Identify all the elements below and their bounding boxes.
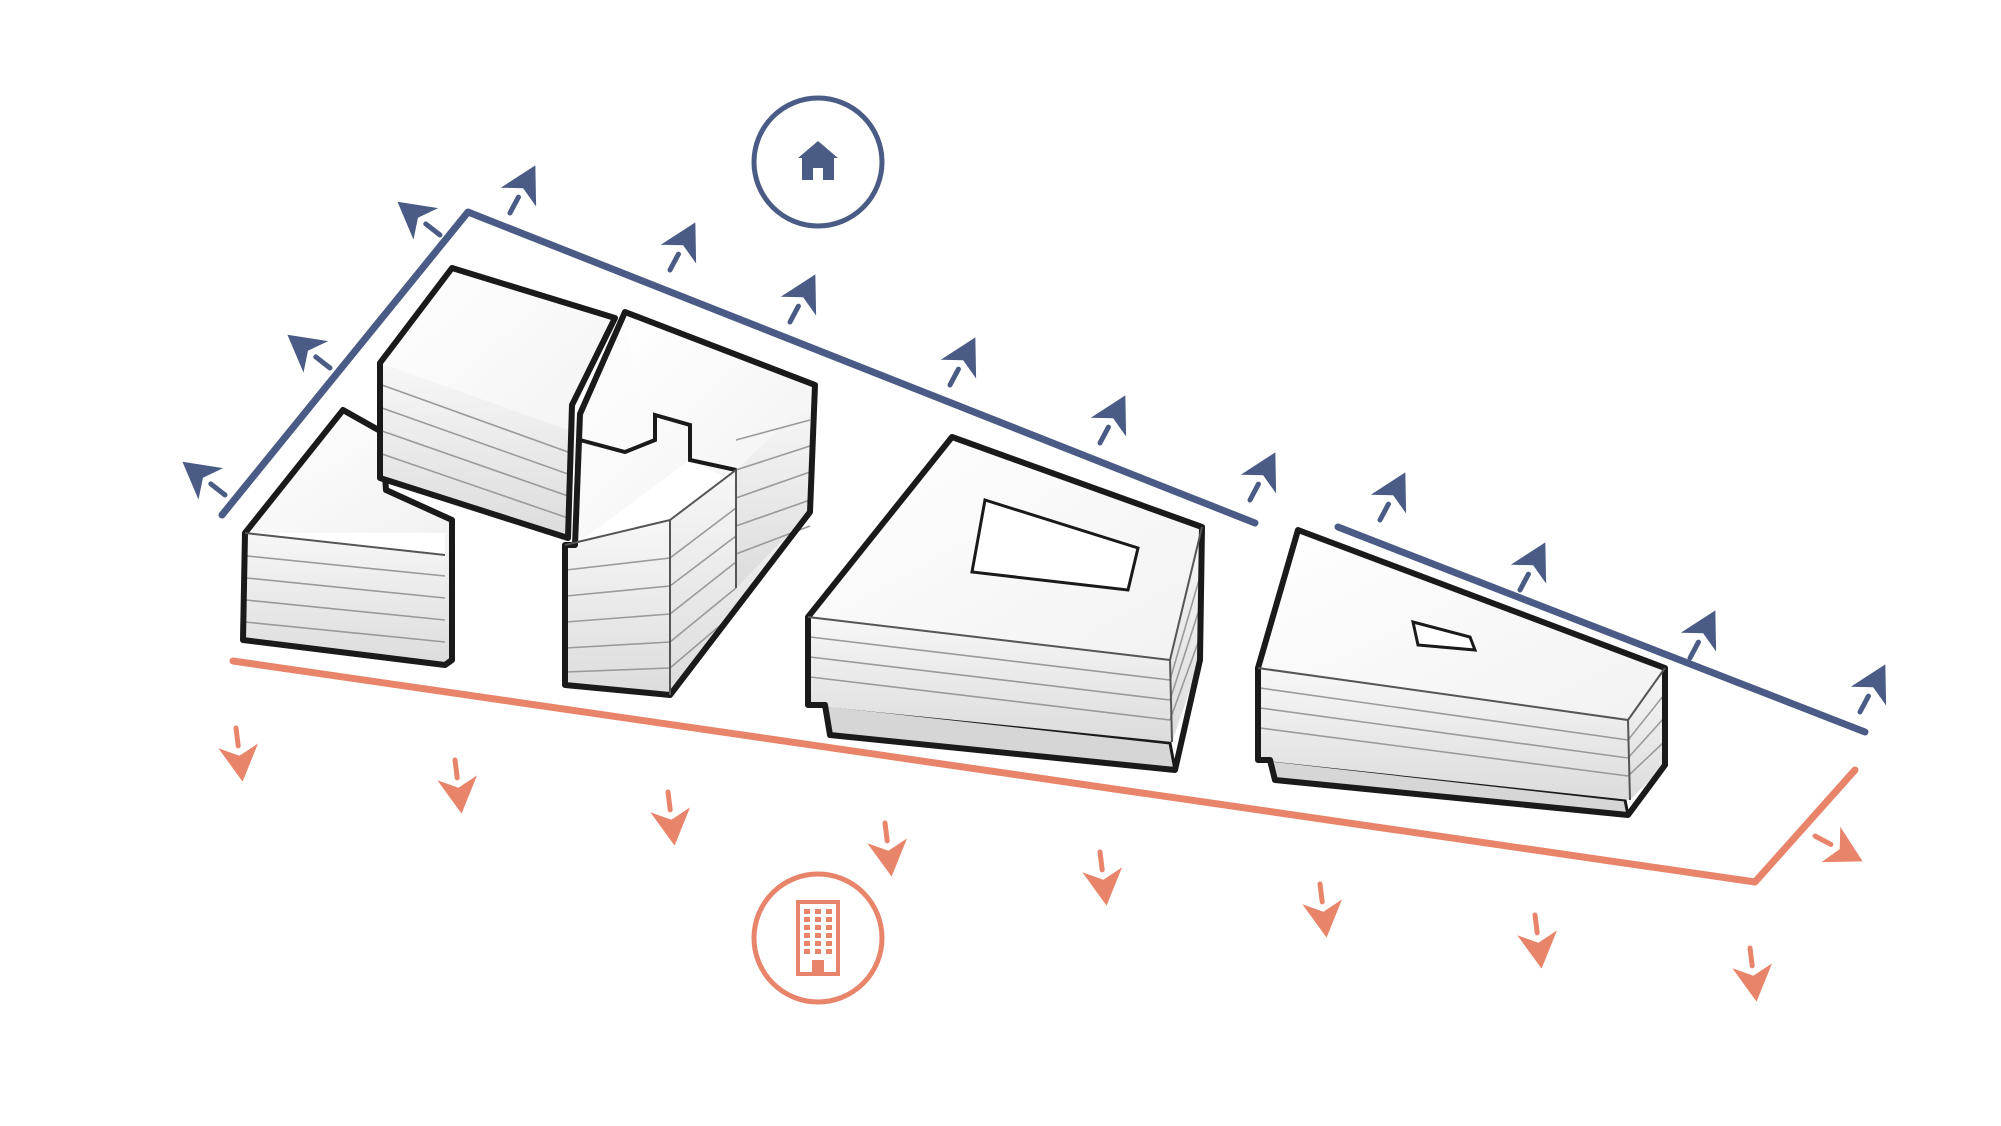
office-window xyxy=(826,941,832,946)
commercial-boundary-line xyxy=(229,657,1859,886)
office-window xyxy=(826,933,832,938)
office-window xyxy=(826,917,832,922)
direction-arrow xyxy=(1517,912,1558,969)
office-window xyxy=(826,909,832,914)
office-window xyxy=(804,909,810,914)
house-icon xyxy=(751,95,885,229)
office-window xyxy=(815,933,821,938)
courtyard-void-d xyxy=(970,498,1140,592)
direction-arrow xyxy=(650,789,691,846)
direction-arrow xyxy=(218,725,259,782)
office-window xyxy=(826,949,832,954)
direction-arrow xyxy=(1680,610,1717,661)
direction-arrow xyxy=(500,165,537,216)
building-massing xyxy=(240,265,1668,818)
office-window xyxy=(815,941,821,946)
building-block-a xyxy=(240,407,455,668)
direction-arrow xyxy=(1812,826,1863,863)
building-block-b xyxy=(377,265,618,541)
office-window xyxy=(826,925,832,930)
building-block-e xyxy=(1255,527,1668,818)
residential-frontage xyxy=(182,165,1887,736)
direction-arrow xyxy=(660,222,697,273)
office-window xyxy=(815,909,821,914)
direction-arrow xyxy=(437,757,478,814)
direction-arrow xyxy=(1090,395,1127,446)
residential-boundary-line-east xyxy=(1334,523,1869,736)
office-window xyxy=(804,941,810,946)
building-block-c xyxy=(562,309,818,698)
direction-arrow xyxy=(182,461,228,500)
direction-arrow xyxy=(1240,452,1277,503)
direction-arrow xyxy=(1302,881,1343,938)
office-window xyxy=(804,917,810,922)
direction-arrow xyxy=(1850,664,1887,715)
office-window xyxy=(815,949,821,954)
direction-arrow xyxy=(1732,945,1773,1002)
residential-boundary-line xyxy=(218,208,1259,527)
office-building-icon xyxy=(751,871,885,1005)
office-window xyxy=(815,917,821,922)
direction-arrow xyxy=(940,337,977,388)
residential-arrows xyxy=(182,165,1887,715)
direction-arrow xyxy=(287,334,333,373)
commercial-arrows xyxy=(218,725,1863,1002)
direction-arrow xyxy=(867,820,908,877)
office-window xyxy=(804,925,810,930)
direction-arrow xyxy=(397,201,443,240)
courtyard-void-e xyxy=(1411,619,1478,652)
building-block-d xyxy=(805,434,1205,773)
office-window xyxy=(815,925,821,930)
office-window xyxy=(804,933,810,938)
direction-arrow xyxy=(1370,472,1407,523)
direction-arrow xyxy=(780,274,817,325)
office-window xyxy=(804,949,810,954)
direction-arrow xyxy=(1082,849,1123,906)
direction-arrow xyxy=(1510,542,1547,593)
commercial-frontage xyxy=(218,657,1863,1002)
